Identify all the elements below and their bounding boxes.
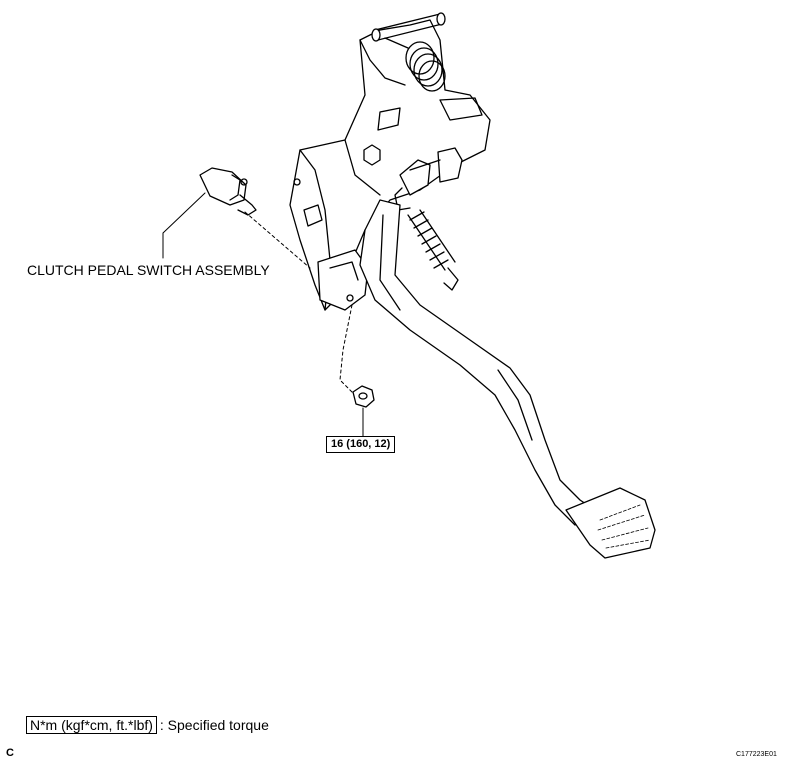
assist-spring xyxy=(407,209,459,291)
legend-unit-box: N*m (kgf*cm, ft.*lbf) xyxy=(26,716,157,734)
legend-description: : Specified torque xyxy=(159,717,269,733)
leader-lines xyxy=(162,192,364,437)
return-spring xyxy=(371,12,446,92)
pushrod-clevis xyxy=(394,147,463,211)
figure-code: C177223E01 xyxy=(736,751,777,758)
bracket-nut xyxy=(363,144,381,166)
pedal-pad xyxy=(565,487,656,559)
torque-spec-label: 16 (160, 12) xyxy=(326,436,396,453)
torque-legend: N*m (kgf*cm, ft.*lbf) : Specified torque xyxy=(26,716,269,734)
pedal-arm xyxy=(359,199,593,526)
clutch-pedal-switch xyxy=(199,167,257,216)
corner-letter: C xyxy=(6,747,14,759)
clutch-pedal-switch-label: CLUTCH PEDAL SWITCH ASSEMBLY xyxy=(27,262,270,278)
nut-part xyxy=(352,385,375,408)
